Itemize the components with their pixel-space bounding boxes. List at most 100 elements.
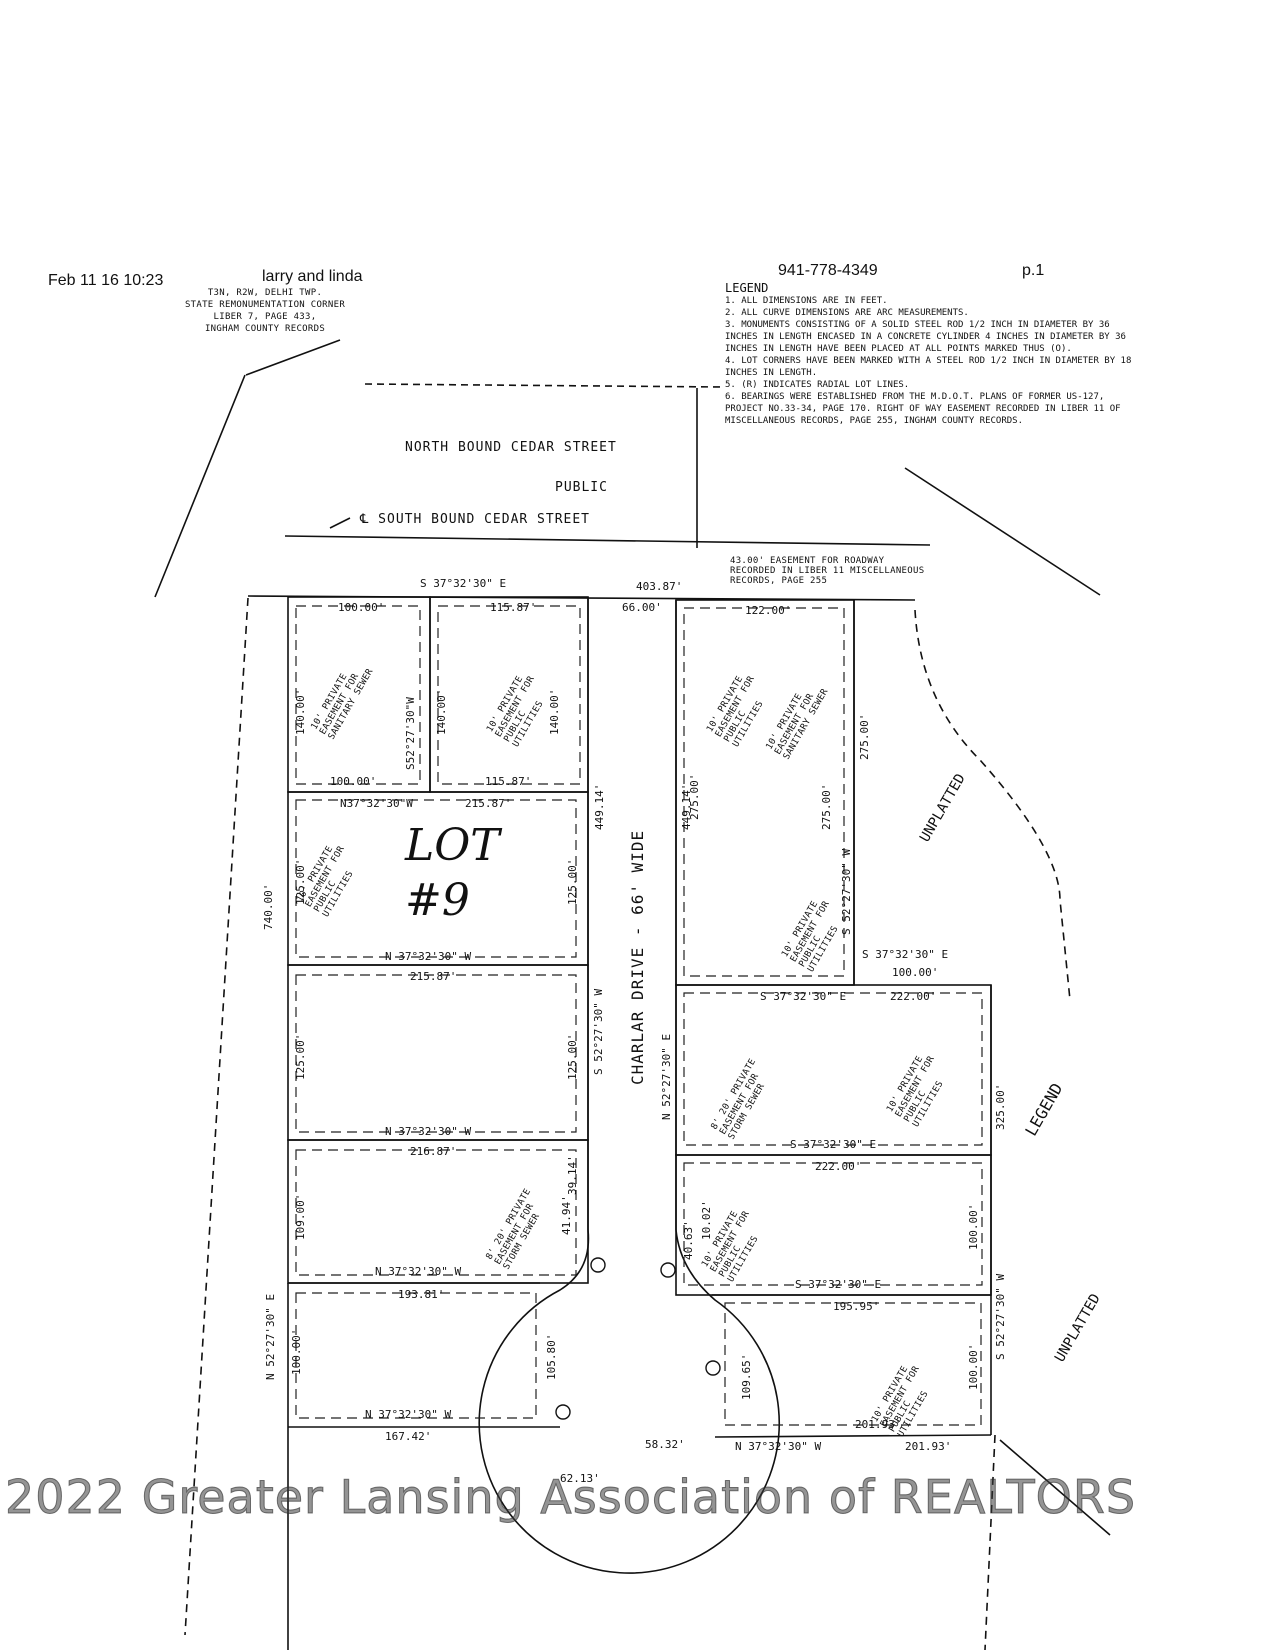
south-bound-street-label: ℄ SOUTH BOUND CEDAR STREET	[360, 512, 591, 527]
top-bearing: S 37°32'30" E	[420, 577, 507, 590]
south-centerline	[284, 535, 931, 546]
fax-phone: 941-778-4349	[778, 262, 878, 279]
dim-label: 100.00'	[290, 1328, 303, 1375]
arc-label: 39.14'	[566, 1155, 579, 1195]
dim-label: 275.00'	[688, 773, 701, 820]
top-segment: 66.00'	[622, 601, 662, 614]
dim-label: 100.00'	[338, 601, 385, 614]
legend-list: 1. ALL DIMENSIONS ARE IN FEET. 2. ALL CU…	[725, 295, 1145, 427]
legend-title: LEGEND	[725, 281, 769, 295]
dim-label: 275.00'	[858, 713, 871, 760]
dim-label: 100.00'	[892, 966, 939, 979]
dim-label: 125.00'	[566, 858, 579, 905]
dim-label: N 37°32'30" W	[735, 1440, 822, 1453]
dim-label: 201.93'	[905, 1440, 952, 1453]
public-label: PUBLIC	[555, 480, 608, 495]
legend-item: 6. BEARINGS WERE ESTABLISHED FROM THE M.…	[725, 392, 1121, 426]
dim-label: 105.80'	[545, 1333, 558, 1380]
dim-label: 100.00'	[967, 1203, 980, 1250]
corner-leader	[245, 339, 341, 376]
dim-label: 222.00'	[815, 1160, 862, 1173]
easement-note-line: 43.00' EASEMENT FOR ROADWAY	[730, 556, 885, 566]
easement-dashed	[295, 974, 577, 1133]
dim-label: N 37°32'30" W	[385, 950, 472, 963]
dim-label: 140.00'	[435, 688, 448, 735]
dim-label: S 37°32'30" E	[760, 990, 847, 1003]
easement-note-line: RECORDED IN LIBER 11 MISCELLANEOUS	[730, 566, 925, 576]
dim-label: 201.93'	[855, 1418, 902, 1431]
arc-label: 41.94'	[560, 1195, 573, 1235]
dim-label: 275.00'	[820, 783, 833, 830]
easement-dashed	[295, 605, 421, 785]
dim-label: 125.00'	[294, 1033, 307, 1080]
dim-label: 115.87'	[485, 775, 532, 788]
corner-note-line: INGHAM COUNTY RECORDS	[204, 324, 326, 334]
dim-label: N 52°27'30" E	[660, 1033, 673, 1120]
roadway-easement-note: 43.00' EASEMENT FOR ROADWAY RECORDED IN …	[730, 556, 924, 586]
dim-label: N 37°32'30" W	[365, 1408, 452, 1421]
easement-dashed	[724, 1302, 982, 1426]
easement-dashed	[683, 1162, 983, 1286]
dim-label: S 52°27'30" W	[592, 988, 605, 1075]
dim-label: 215.87'	[410, 970, 457, 983]
easement-note-line: RECORDS, PAGE 255	[730, 576, 828, 586]
dim-label: 122.00'	[745, 604, 792, 617]
dim-label: S 37°32'30" E	[862, 948, 949, 961]
legend-item: 5. (R) INDICATES RADIAL LOT LINES.	[725, 380, 910, 390]
monument-marker	[555, 1404, 571, 1420]
dim-label: 100.00'	[330, 775, 377, 788]
legend-item: 4. LOT CORNERS HAVE BEEN MARKED WITH A S…	[725, 356, 1132, 378]
arc-label: 62.13'	[560, 1472, 600, 1485]
dim-label: 193.81'	[398, 1288, 445, 1301]
dim-label: 115.87'	[490, 601, 537, 614]
west-boundary	[184, 597, 249, 1636]
arc-label: 40.63'	[682, 1220, 695, 1260]
easement-dashed	[437, 605, 581, 785]
dim-label: 109.00'	[294, 1193, 307, 1240]
monument-marker	[660, 1262, 676, 1278]
legend-item: 3. MONUMENTS CONSISTING OF A SOLID STEEL…	[725, 320, 1126, 354]
dim-label: 140.00'	[294, 688, 307, 735]
dim-label: 740.00'	[262, 883, 275, 930]
north-row-line	[364, 383, 723, 388]
dim-label: 216.87'	[410, 1145, 457, 1158]
easement-dashed	[295, 1149, 577, 1276]
dim-label: S 37°32'30" E	[795, 1278, 882, 1291]
dim-label: N 37°32'30" W	[375, 1265, 462, 1278]
legend-box: LEGEND 1. ALL DIMENSIONS ARE IN FEET. 2.…	[725, 281, 1145, 427]
lot-line	[714, 1434, 992, 1438]
dim-label: 125.00'	[566, 1033, 579, 1080]
corner-note-line: LIBER 7, PAGE 433,	[213, 312, 317, 322]
fax-page-number: p.1	[1022, 262, 1045, 279]
charlar-drive-label: CHARLAR DRIVE - 66' WIDE	[628, 829, 647, 1085]
dim-label: S 52°27'30" W	[994, 1273, 1007, 1360]
dim-label: 109.65'	[740, 1353, 753, 1400]
easement-dashed	[295, 799, 577, 958]
dim-label: 325.00'	[994, 1083, 1007, 1130]
dim-label: S52°27'30"W	[404, 697, 417, 770]
dim-label: 195.95'	[833, 1300, 880, 1313]
copyright-watermark: 2022 Greater Lansing Association of REAL…	[4, 1470, 1137, 1525]
monument-marker	[590, 1257, 606, 1273]
dim-label: 215.87'	[465, 797, 512, 810]
legend-item: 2. ALL CURVE DIMENSIONS ARE ARC MEASUREM…	[725, 308, 969, 318]
corner-note-line: T3N, R2W, DELHI TWP.	[207, 288, 323, 298]
arc-label: 10.02'	[700, 1200, 713, 1240]
dim-label: N 37°32'30" W	[385, 1125, 472, 1138]
dim-label: 222.00'	[890, 990, 937, 1003]
cul-de-sac	[478, 1229, 781, 1574]
south-east-line	[999, 1439, 1111, 1536]
dim-label: N 52°27'30" E	[264, 1293, 277, 1380]
fax-sender: larry and linda	[262, 268, 363, 285]
east-boundary	[984, 1434, 996, 1650]
dim-label: N37°32'30"W	[340, 797, 413, 810]
dim-label: 100.00'	[967, 1343, 980, 1390]
dim-label: 449.14'	[593, 783, 606, 830]
fax-timestamp: Feb 11 16 10:23	[48, 272, 164, 289]
easement-dashed	[683, 607, 845, 977]
lot-handwritten-label: LOT	[405, 820, 500, 871]
dim-label: S 37°32'30" E	[790, 1138, 877, 1151]
top-length: 403.87'	[636, 580, 683, 593]
easement-dashed	[295, 1292, 537, 1419]
